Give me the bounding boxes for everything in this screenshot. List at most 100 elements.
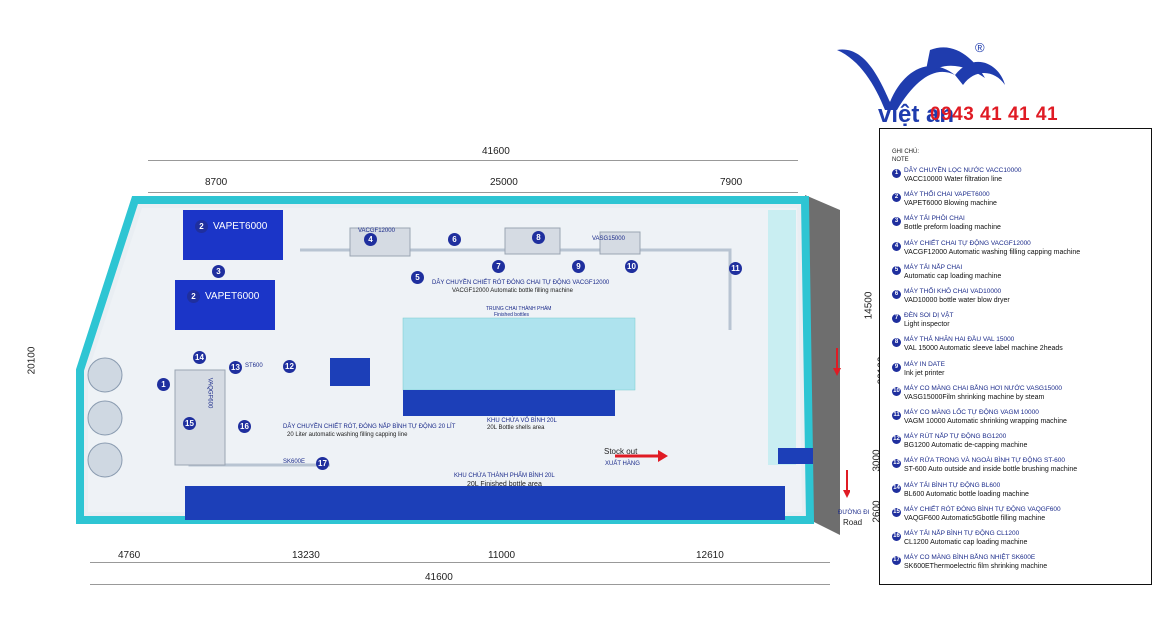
line1-vi-label: DÂY CHUYỀN CHIẾT RÓT ĐÓNG CHAI TỰ ĐỘNG V… [432,280,610,286]
floor-badge: 4 [364,233,377,246]
right-seg-dimension-1: 14500 [863,291,875,320]
road-arrowhead-1 [833,368,841,376]
machine-label: VAPET6000 [213,221,268,232]
stock-out-arrowhead [658,450,668,462]
line1-en-label: VACGF12000 Automatic bottle filling mach… [452,288,573,294]
floor-badge: 13 [229,361,242,374]
pallet-mid [330,358,370,386]
legend-item-vi: MÁY RÚT NẮP TỰ ĐỘNG BG1200 [904,433,1007,441]
legend-item-vi: MÁY TẢI NẮP CHAI [904,263,963,271]
machine-label-vacgf12000: VACGF12000 [358,228,395,234]
filling-machine-body [349,227,411,257]
pallet-right [778,448,813,464]
line2-en-label: 20 Liter automatic washing filling cappi… [287,432,408,438]
filtration-tank-3 [87,442,123,478]
shells-en-label: 20L Bottle shells area [487,425,545,431]
filtration-tank-2 [87,400,123,436]
machine-vapet6000-bottom[interactable]: 2 VAPET6000 [175,280,275,330]
legend-item-vi: MÁY CHIẾT RÓT ĐÓNG BÌNH TỰ ĐỘNG VAQGF600 [904,505,1061,513]
line2-vi-label: DÂY CHUYỀN CHIẾT RÓT, ĐÓNG NẮP BÌNH TỰ Đ… [283,424,456,430]
legend-item-en: Bottle preform loading machine [904,224,1001,232]
floor-badge: 14 [193,351,206,364]
legend-item-en: VAL 15000 Automatic sleeve label machine… [904,345,1063,353]
legend-item-vi: ĐÈN SOI DỊ VẬT [904,312,954,320]
top-seg-dimension-1: 8700 [205,177,228,188]
shrink-machine-body [599,231,641,255]
legend-heading: GHI CHÚ: NOTE [892,148,919,164]
shells-vi-label: KHU CHỨA VỎ BÌNH 20L [487,418,557,424]
bottom-total-line [90,584,830,585]
legend-item-vi: MÁY CO MÀNG CHAI BẰNG HƠI NƯỚC VASG15000 [904,384,1063,392]
finished-vi-label: KHU CHỨA THÀNH PHẨM BÌNH 20L [454,473,555,479]
legend-item-vi: MÁY RỬA TRONG VÀ NGOÀI BÌNH TỰ ĐỘNG ST-6… [904,457,1065,465]
legend-item-vi: MÁY THỔI KHÔ CHAI VAD10000 [904,288,1002,295]
floor-badge: 8 [532,231,545,244]
right-conveyor [768,210,796,465]
floor-badge: 15 [183,417,196,430]
bottom-seg-dimension-4: 12610 [696,550,724,561]
machine-label-sk600e: SK600E [283,459,306,465]
legend-item-vi: DÂY CHUYỀN LỌC NƯỚC VACC10000 [904,167,1022,174]
legend-item-en: ST-600 Auto outside and inside bottle br… [904,466,1078,474]
machine-number-badge: 2 [187,290,200,303]
floor-badge: 9 [572,260,585,273]
machine-label-st600: ST600 [245,363,263,369]
bottom-seg-dimension-1: 4760 [118,550,141,561]
road-en-label: Road [843,518,863,527]
legend-item-vi: MÁY CO MÀNG BÌNH BẰNG NHIỆT SK600E [904,554,1036,562]
legend-item-en: VAGM 10000 Automatic shrinking wrapping … [904,418,1067,425]
legend-number-badge: 16 [892,532,901,541]
bottles-area-vi-label: TRUNG CHAI THÀNH PHẨM [486,306,552,312]
bottom-seg-line [90,562,830,563]
floor-badge: 17 [316,457,329,470]
bottles-area-en-label: Finished bottles [494,312,530,318]
legend-number-badge: 8 [892,338,901,348]
legend-number-badge: 4 [892,241,901,251]
floor-badge: 1 [157,378,170,391]
legend-number-badge: 3 [892,217,901,227]
floor-badge: 10 [625,260,638,273]
top-total-dimension: 41600 [482,146,510,157]
machine-label-vaqgf600: VAQGF600 [206,377,213,409]
legend-item-en: VASG15000Film shrinking machine by steam [904,393,1045,401]
bottom-seg-dimension-3: 11000 [488,550,516,561]
finished-en-label: 20L Finished bottle area [467,481,542,488]
legend-item-en: VACGF12000 Automatic washing filling cap… [904,248,1081,256]
legend-item-en: BG1200 Automatic de-capping machine [904,442,1028,450]
legend-number-badge: 15 [892,507,901,517]
filtration-tank-1 [87,357,123,393]
legend-item-en: Ink jet printer [904,369,945,377]
legend-item-en: Automatic cap loading machine [904,272,1002,280]
legend-item-en: CL1200 Automatic cap loading machine [904,539,1028,546]
filling-20l-body [174,369,226,466]
legend-item-vi: MÁY TẢI NẮP BÌNH TỰ ĐỘNG CL1200 [904,530,1020,537]
bottle-shells-block [403,390,615,416]
floor-badge: 12 [283,360,296,373]
legend-number-badge: 17 [892,556,901,566]
left-total-dimension: 20100 [26,346,38,375]
brand-phone[interactable]: 0943 41 41 41 [930,104,1059,125]
legend-number-badge: 1 [892,169,901,178]
legend-number-badge: 11 [892,411,901,420]
machine-vapet6000-top[interactable]: 2 VAPET6000 [183,210,283,260]
machine-number-badge: 2 [195,220,208,233]
legend-item-vi: MÁY THỔI CHAI VAPET6000 [904,191,990,199]
stock-out-en-label: Stock out [604,447,638,456]
top-seg-line [148,192,798,193]
legend-item-vi: MÁY TẢI PHÔI CHAI [904,215,965,223]
finished-bottles-block [402,317,636,391]
legend-number-badge: 6 [892,290,901,299]
legend-number-badge: 12 [892,435,901,445]
floor-badge: 6 [448,233,461,246]
legend-item-vi: MÁY CHIẾT CHAI TỰ ĐỘNG VACGF12000 [904,239,1031,247]
floor-badge: 16 [238,420,251,433]
bottom-seg-dimension-2: 13230 [292,550,320,561]
floor-badge: 5 [411,271,424,284]
legend-item-vi: MÁY THẢ NHÃN HAI ĐẦU VAL 15000 [904,336,1015,344]
legend-item-en: VAD10000 bottle water blow dryer [904,297,1010,304]
road-arrowhead-2 [843,490,850,498]
legend-item-vi: MÁY CO MÀNG LỐC TỰ ĐỘNG VAGM 10000 [904,409,1039,416]
road [805,195,840,535]
registered-mark: ® [975,40,985,55]
